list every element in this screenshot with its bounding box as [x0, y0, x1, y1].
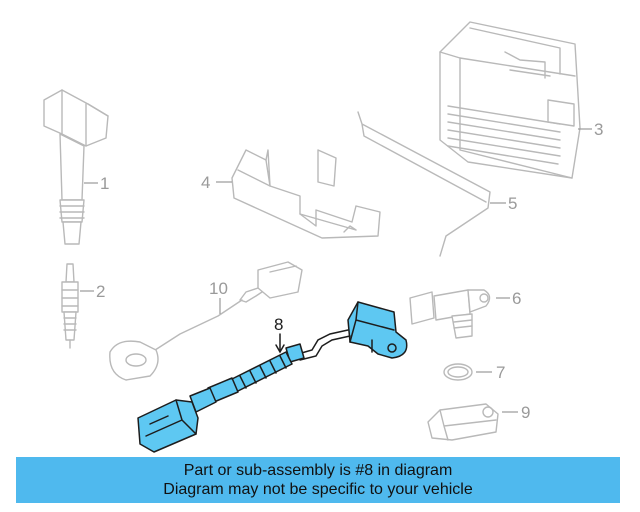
mounting-bracket-part: [231, 111, 491, 257]
callout-3: 3: [594, 120, 603, 139]
knock-sensor-part: [109, 261, 303, 381]
callout-2: 2: [96, 282, 105, 301]
banner-line-2: Diagram may not be specific to your vehi…: [163, 481, 473, 498]
cam-sensor-part: [409, 289, 491, 339]
o-ring-part: [443, 363, 473, 381]
callout-5: 5: [508, 194, 517, 213]
callout-9: 9: [521, 403, 530, 422]
ignition-coil-part: [43, 89, 109, 245]
spark-plug-part: [61, 263, 79, 349]
leader-8-arrow: [275, 344, 285, 354]
callout-4: 4: [201, 173, 210, 192]
callout-10: 10: [209, 279, 228, 298]
highlighted-part-8: [137, 301, 408, 453]
control-module-part: [439, 21, 581, 179]
speed-sensor-part: [427, 403, 499, 441]
parts-diagram: 1 2 3 4 5 6 7: [43, 21, 603, 453]
callout-8: 8: [274, 315, 283, 334]
info-banner: Part or sub-assembly is #8 in diagram Di…: [16, 457, 620, 503]
banner-line-1: Part or sub-assembly is #8 in diagram: [183, 462, 453, 479]
callout-1: 1: [100, 174, 109, 193]
callout-7: 7: [496, 363, 505, 382]
o-ring-inner: [447, 366, 469, 378]
callout-6: 6: [512, 289, 521, 308]
